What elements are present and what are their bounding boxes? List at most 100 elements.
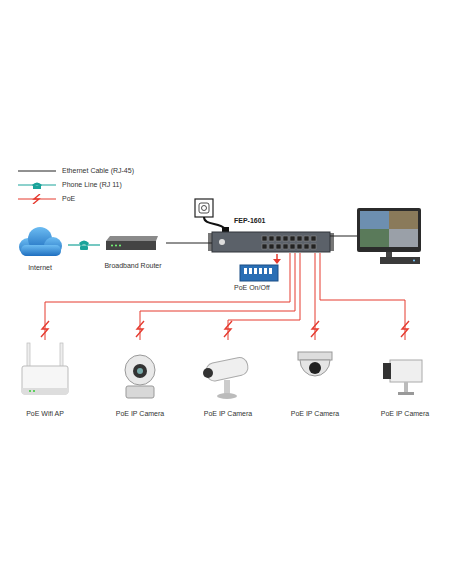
switch-chassis-part — [283, 236, 288, 241]
poe-line — [228, 253, 300, 340]
power-outlet-part — [204, 217, 225, 229]
poe-dip-switch — [240, 254, 281, 281]
power-outlet-part — [222, 227, 229, 232]
device-node: PoE Wifi AP — [7, 340, 83, 418]
monitor-and-recorder-part — [357, 208, 421, 252]
router-icon-part — [106, 236, 158, 241]
poe-line — [315, 253, 316, 340]
monitor-and-recorder-part — [386, 252, 392, 257]
poe-dip-switch-part — [249, 268, 252, 274]
switch-chassis-part — [276, 244, 281, 249]
legend-row: Phone Line (RJ 11) — [18, 180, 122, 190]
poe-bolt — [41, 321, 409, 337]
power-outlet-part — [199, 203, 209, 213]
legend-text: PoE — [62, 195, 75, 203]
internet-cloud-part — [21, 245, 61, 256]
switch-chassis-part — [276, 236, 281, 241]
phone-icon-part — [80, 246, 88, 250]
monitor-and-recorder-part — [380, 257, 420, 264]
device-node: PoE IP Camera — [190, 340, 266, 418]
poe-dip-switch-part — [244, 268, 247, 274]
monitor-and-recorder-part — [360, 229, 389, 247]
poe-dip-switch-part — [259, 268, 262, 274]
dome-camera-icon-part — [300, 360, 330, 376]
bullet-camera-icon-part — [203, 368, 213, 378]
device-node: PoE IP Camera — [367, 340, 443, 418]
switch-chassis-part — [269, 244, 274, 249]
ptz-camera-icon-part — [125, 355, 155, 385]
router-icon-part — [106, 241, 156, 250]
dome-camera-icon — [298, 352, 332, 376]
poe-dip-switch-part — [240, 265, 278, 281]
power-outlet — [195, 199, 229, 232]
switch-chassis-part — [311, 236, 316, 241]
box-camera-icon-part — [383, 363, 391, 379]
device-caption: Internet — [28, 264, 52, 272]
power-outlet-part — [202, 206, 207, 211]
device-caption: PoE IP Camera — [116, 410, 165, 418]
ethernet-legend — [18, 166, 56, 176]
router-icon-part — [119, 245, 121, 247]
device-caption: Broadband Router — [104, 262, 161, 270]
switch-node: FEP-1601 — [212, 217, 330, 253]
phone-line — [68, 244, 100, 245]
wifi-ap-icon-part — [29, 390, 31, 392]
ethernet-cable — [166, 243, 212, 244]
bullet-camera-icon — [203, 356, 249, 399]
poe-switch-label: PoE On/Off — [234, 284, 270, 292]
poe-line — [45, 253, 290, 340]
router-node: Broadband Router — [100, 234, 166, 270]
switch-chassis-part — [283, 244, 288, 249]
wifi-ap-icon-part — [22, 366, 68, 394]
poe-dip-switch-part — [254, 268, 257, 274]
router-icon-part — [111, 245, 113, 247]
monitor-and-recorder-part — [389, 229, 418, 247]
box-camera-icon-part — [404, 382, 408, 392]
power-outlet-part — [195, 199, 213, 217]
switch-chassis-part — [290, 236, 295, 241]
phone-legend — [18, 180, 56, 190]
switch-chassis-part — [297, 236, 302, 241]
device-node: PoE IP Camera — [277, 340, 353, 418]
legend-text: Ethernet Cable (RJ-45) — [62, 167, 134, 175]
device-caption: PoE IP Camera — [381, 410, 430, 418]
switch-chassis-part — [304, 244, 309, 249]
switch-chassis-part — [304, 236, 309, 241]
wifi-ap-icon-part — [27, 343, 30, 367]
wifi-ap-icon — [22, 343, 68, 394]
monitor-and-recorder-part — [389, 211, 418, 229]
poe-line — [320, 253, 405, 340]
box-camera-icon-part — [398, 392, 414, 395]
legend-row: Ethernet Cable (RJ-45) — [18, 166, 134, 176]
device-node: PoE IP Camera — [102, 340, 178, 418]
wifi-ap-icon-part — [33, 390, 35, 392]
switch-chassis-part — [262, 244, 267, 249]
bullet-camera-icon-part — [217, 393, 237, 399]
device-caption: PoE IP Camera — [291, 410, 340, 418]
legend-row: PoE — [18, 194, 75, 204]
monitor-and-recorder-part — [360, 211, 389, 229]
ptz-camera-icon-part — [137, 368, 143, 374]
poe-bolt — [33, 194, 40, 204]
switch-chassis-part — [212, 232, 330, 252]
switch-chassis-part — [262, 236, 267, 241]
legend-text: Phone Line (RJ 11) — [62, 181, 122, 189]
ptz-camera-icon-part — [126, 386, 154, 398]
device-caption: PoE Wifi AP — [26, 410, 64, 418]
switch-chassis-part — [269, 236, 274, 241]
switch-chassis-part — [290, 244, 295, 249]
router-icon-part — [115, 245, 117, 247]
bullet-camera-icon-part — [224, 380, 230, 394]
poe-legend — [18, 194, 56, 204]
switch-chassis-part — [311, 244, 316, 249]
device-model-label: FEP-1601 — [234, 217, 266, 225]
cloud-node: Internet — [12, 228, 68, 272]
poe-dip-switch-part — [273, 259, 281, 264]
monitor-and-recorder-part — [413, 260, 415, 262]
poe-line — [140, 253, 295, 340]
